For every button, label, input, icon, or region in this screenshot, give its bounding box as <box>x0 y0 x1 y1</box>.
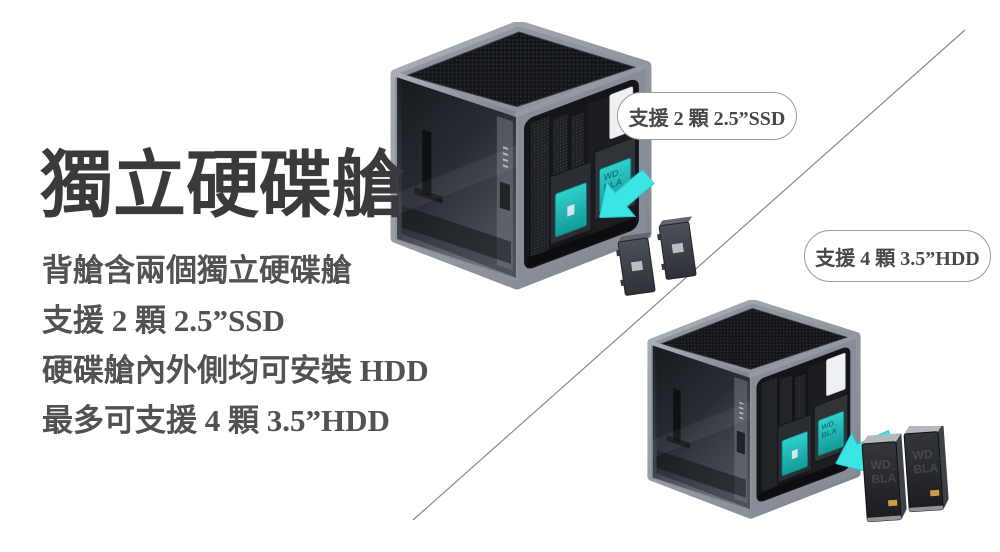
feature-list: 背艙含兩個獨立硬碟艙 支援 2 顆 2.5”SSD 硬碟艙內外側均可安裝 HDD… <box>42 246 429 446</box>
hdd-capacity-chip <box>929 489 940 497</box>
ssd-drives-render <box>616 216 697 296</box>
hdd-marking: WD_ <box>870 457 898 473</box>
hdd-capacity-chip <box>887 499 898 507</box>
feature-line: 背艙含兩個獨立硬碟艙 <box>42 253 352 288</box>
pc-case-lower-render <box>647 300 861 521</box>
feature-line: 支援 2 顆 2.5”SSD <box>42 303 285 338</box>
page-title: 獨立硬碟艙 <box>40 145 405 226</box>
hdd-marking: BLA <box>871 471 897 487</box>
callout-hdd-support: 支援 4 顆 3.5”HDD <box>804 230 991 282</box>
feature-line: 硬碟艙內外側均可安裝 HDD <box>42 353 429 388</box>
callout-hdd-label: 支援 4 顆 3.5”HDD <box>815 247 980 270</box>
hdd-marking: BLA <box>913 461 939 477</box>
callout-ssd-label: 支援 2 顆 2.5”SSD <box>628 107 786 130</box>
hdd-marking: WD_ <box>912 447 940 463</box>
feature-line: 最多可支援 4 顆 3.5”HDD <box>42 403 390 438</box>
hdd-drives-render: WD_ BLA WD_ BLA <box>861 426 949 523</box>
callout-ssd-support: 支援 2 顆 2.5”SSD <box>617 92 797 140</box>
